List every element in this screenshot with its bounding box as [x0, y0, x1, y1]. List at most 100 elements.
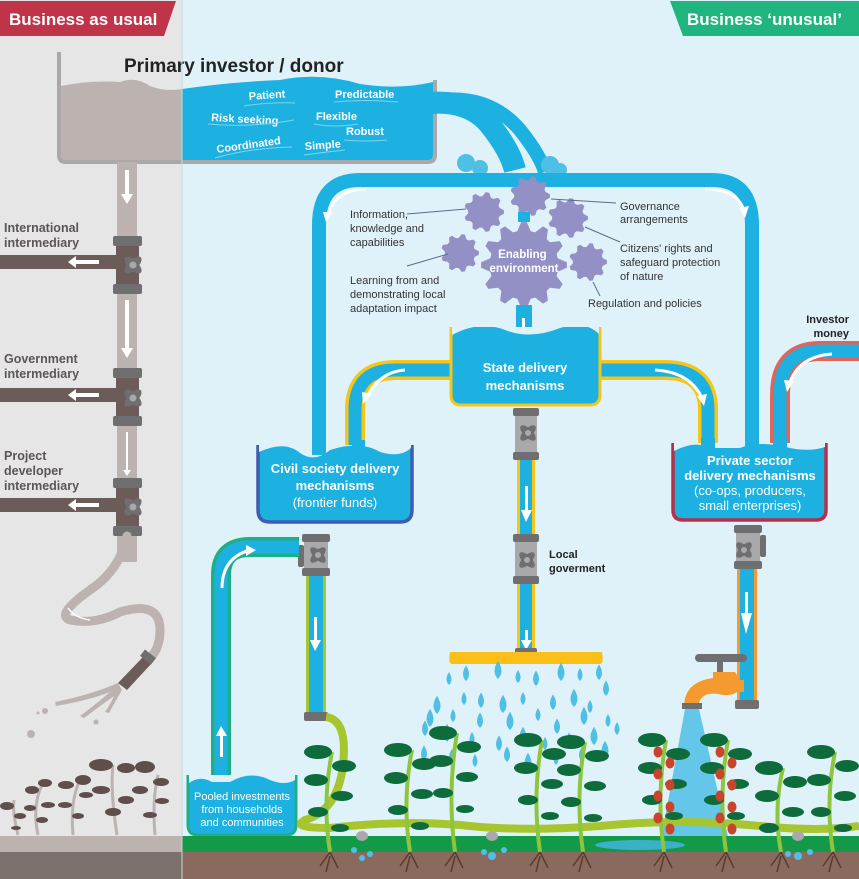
water-drop [477, 712, 483, 728]
healthy-plants [304, 726, 859, 873]
plant [557, 735, 609, 873]
quality-simple: Simple [304, 139, 341, 153]
quality-robust: Robust [346, 126, 384, 138]
fruiting-plant [638, 733, 690, 873]
civil-tank [256, 445, 414, 524]
water-drop [554, 718, 560, 734]
leak-pipe-project [0, 498, 117, 512]
water-drop [433, 695, 441, 714]
bau-valve-international [113, 236, 142, 294]
plant [429, 726, 481, 873]
donor-tank-blue-water [182, 76, 433, 160]
water-drop [580, 706, 588, 725]
plant [755, 761, 807, 873]
water-drop [550, 694, 556, 710]
water-drop [515, 670, 521, 683]
water-drop [557, 662, 565, 681]
water-drop [520, 692, 526, 705]
plant [514, 733, 566, 873]
water-drop [496, 735, 502, 751]
gear-regulation [569, 243, 607, 281]
water-drop [605, 714, 611, 727]
bau-valve-project [113, 478, 142, 536]
private-valve [734, 525, 766, 569]
bau-hose [61, 531, 165, 665]
water-drop [426, 708, 434, 727]
donor-qualities: Patient Predictable Risk seeking Flexibl… [207, 88, 399, 159]
water-drop [535, 708, 541, 721]
gear-governance [510, 176, 550, 216]
water-drop [461, 692, 467, 705]
water-drop [450, 709, 456, 722]
bau-soil [0, 852, 182, 879]
gear-enabling [481, 222, 567, 308]
water-drop [614, 722, 620, 735]
state-tank [449, 327, 602, 407]
water-drop [472, 754, 478, 767]
soil [182, 852, 859, 879]
water-drop [570, 688, 578, 707]
bau-valve-government [113, 368, 142, 426]
bau-pipe-system [0, 162, 182, 879]
fruiting-plant [700, 733, 752, 873]
leak-pipe-international [0, 255, 117, 269]
water-drop [506, 711, 514, 730]
water-drop [587, 700, 593, 713]
faucet-water-stream [660, 709, 730, 845]
gear-citizens [548, 198, 588, 238]
enabling-environment-gears [441, 176, 607, 308]
water-drop [533, 670, 539, 686]
grass-strip [182, 836, 859, 852]
bau-ground [0, 836, 182, 852]
pooled-tank [186, 775, 298, 837]
plant [304, 745, 356, 873]
donor-tank-grey-water [61, 79, 182, 160]
quality-patient: Patient [248, 88, 286, 103]
quality-risk-seeking: Risk seeking [211, 112, 279, 128]
water-drop [499, 694, 507, 713]
left-header-label: Business as usual [9, 10, 157, 29]
hose-nozzle [118, 657, 152, 690]
top-left-flow-arrow [326, 187, 367, 216]
water-drop [463, 665, 469, 681]
gear-info [464, 192, 504, 232]
right-header-banner [670, 1, 859, 36]
factor-regulation-label: Regulation and policies [588, 298, 702, 310]
top-right-flow-arrow [704, 187, 746, 211]
left-header-banner [0, 1, 176, 36]
local-government-valve [513, 408, 539, 460]
bau-withered-plants [12, 764, 160, 836]
water-drop [596, 664, 602, 680]
water-drop [494, 660, 502, 679]
enabling-environment-label: Enabling environment [489, 249, 558, 275]
water-drop [478, 692, 484, 708]
private-tank [671, 443, 828, 522]
water-drop [603, 680, 609, 696]
donor-outflow [429, 91, 552, 175]
quality-predictable: Predictable [335, 89, 394, 101]
water-drop [422, 720, 428, 736]
water-drop [542, 737, 548, 750]
water-drop [504, 746, 510, 762]
donor-title: Primary investor / donor [124, 56, 344, 77]
sprinkler-head [449, 652, 603, 664]
civil-valve [298, 534, 330, 576]
water-drop [590, 726, 598, 745]
donor-tank-outline [57, 52, 437, 164]
water-drop [421, 745, 427, 761]
water-drop [577, 668, 583, 681]
drippers [351, 831, 813, 861]
leak-pipe-government [0, 388, 117, 402]
